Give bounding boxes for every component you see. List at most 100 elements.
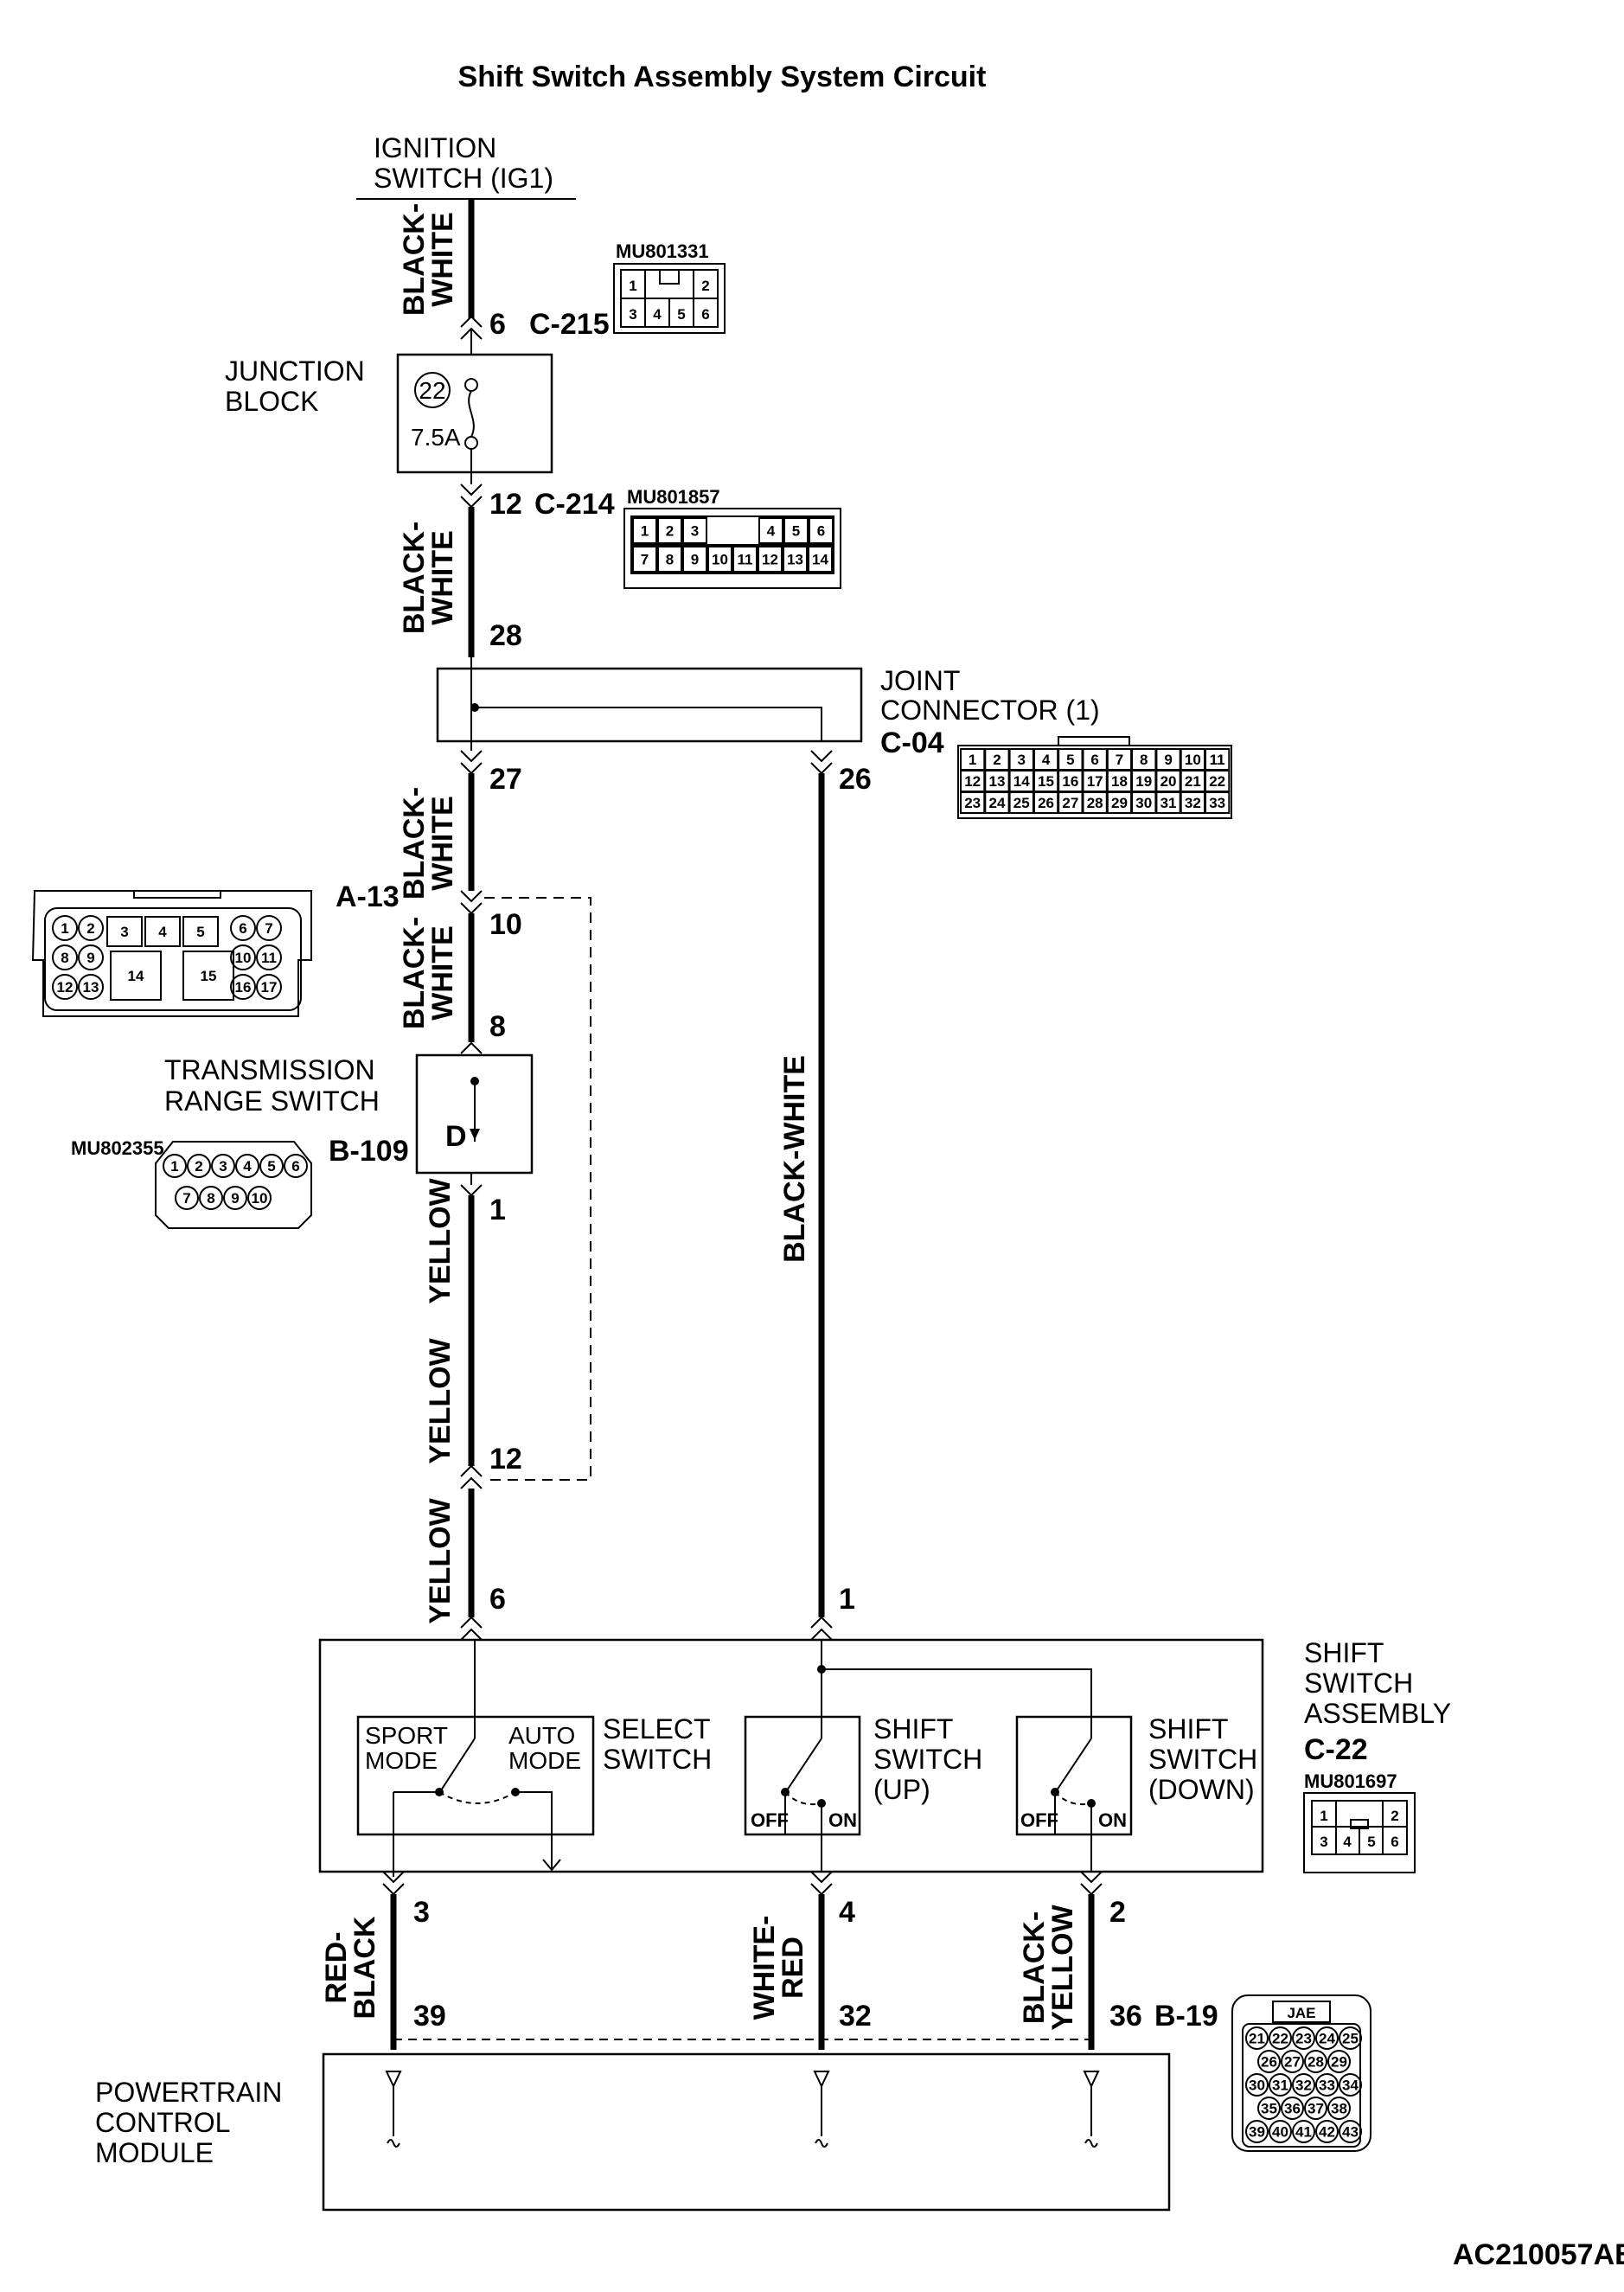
- pin-a13-4: [144, 916, 181, 947]
- pin-c04-19-label: 19: [1135, 773, 1152, 790]
- connector-c04: C-04: [880, 727, 944, 759]
- pin-c214-4: [758, 517, 783, 544]
- pin-c04-25: [1008, 791, 1034, 814]
- pin-c04-30-label: 30: [1135, 795, 1152, 811]
- pin-b19-34: [1339, 2073, 1362, 2097]
- pin-jc-out1: 27: [489, 763, 522, 796]
- pin-b109-2-label: 2: [195, 1158, 202, 1175]
- pin-ssa-out3: 3: [413, 1896, 430, 1929]
- ssa-label-2: SWITCH: [1304, 1668, 1413, 1699]
- pin-a13-11-label: 11: [261, 950, 277, 966]
- pin-b109-1: [163, 1154, 187, 1178]
- pin-c04-2-label: 2: [993, 752, 1001, 768]
- wire-color-by-a: BLACK-: [1018, 1911, 1051, 2024]
- pin-c04-20-label: 20: [1160, 773, 1177, 790]
- junction-block-label-2: BLOCK: [225, 386, 318, 417]
- joint-connector-box: [436, 667, 863, 743]
- connector-mark: [810, 1628, 833, 1641]
- junction-block-box: [396, 353, 553, 474]
- part-number-c22: MU801697: [1304, 1770, 1397, 1792]
- pin-c04-28: [1082, 791, 1108, 814]
- pin-b19-33-label: 33: [1319, 2078, 1335, 2094]
- trs-label-1: TRANSMISSION: [164, 1054, 375, 1085]
- pin-b19-31: [1269, 2073, 1292, 2097]
- pin-c04-24-label: 24: [988, 795, 1005, 811]
- ssa-label-1: SHIFT: [1304, 1637, 1384, 1668]
- pin-c214-3: [682, 517, 707, 544]
- connector-mark: [460, 762, 483, 775]
- shift-up-label-2: SWITCH: [873, 1744, 982, 1775]
- pin-b109-7: [175, 1186, 199, 1210]
- part-number-b109: MU802355: [71, 1137, 164, 1159]
- connector-mark: [382, 1883, 405, 1896]
- switch-arc: [784, 1791, 822, 1806]
- pin-c04-32-label: 32: [1185, 795, 1201, 811]
- pin-c04-31-label: 31: [1160, 795, 1177, 811]
- svg-text:1: 1: [629, 278, 636, 294]
- pin-b19-38: [1327, 2097, 1351, 2120]
- connector-mark: [382, 1871, 405, 1884]
- connector-mark: [460, 483, 483, 496]
- pin-c04-4-label: 4: [1042, 752, 1051, 768]
- svg-text:3: 3: [629, 306, 636, 323]
- connector-b19: B-19: [1154, 2000, 1218, 2033]
- pin-a13-7: [256, 915, 282, 941]
- pin-c04-33-label: 33: [1209, 795, 1225, 811]
- wire-color-bw-long: BLACK-WHITE: [778, 1055, 811, 1263]
- pin-b19-42-label: 42: [1319, 2124, 1335, 2141]
- pin-c214-9-label: 9: [691, 552, 699, 568]
- pin-a13-9-label: 9: [86, 950, 94, 966]
- pin-c04-5-label: 5: [1066, 752, 1074, 768]
- wire-color-bw2-b: WHITE: [426, 530, 459, 625]
- pin-b109-6-label: 6: [291, 1158, 299, 1175]
- pin-pcm39: 39: [413, 2000, 446, 2033]
- shift-down-label-2: SWITCH: [1148, 1744, 1257, 1775]
- pin-a13-15-label: 15: [201, 968, 217, 984]
- pcm-box: [322, 2052, 1171, 2212]
- ssa-box: [318, 1638, 1264, 1873]
- pin-c215: 6: [489, 308, 506, 341]
- pin-a13-4-label: 4: [158, 924, 167, 940]
- connector-b109: B-109: [329, 1135, 409, 1168]
- pin-c04-27-label: 27: [1062, 795, 1078, 811]
- pin-c214-1-label: 1: [641, 523, 649, 540]
- fuse-number-circle: [414, 372, 451, 408]
- fuse-icon: [468, 390, 475, 438]
- connector-mark: [460, 315, 483, 328]
- pin-b19-24-label: 24: [1319, 2031, 1335, 2047]
- jae-label: JAE: [1287, 2005, 1315, 2021]
- wire-color-bw3-a: BLACK-: [398, 787, 431, 900]
- connector-c214: C-214: [534, 488, 615, 521]
- pin-b19-27: [1281, 2050, 1304, 2073]
- pin-c04-7-label: 7: [1116, 752, 1123, 768]
- shift-down-on: ON: [1098, 1809, 1127, 1831]
- fuse-terminal: [464, 436, 478, 450]
- shift-down-label-3: (DOWN): [1148, 1774, 1255, 1805]
- pin-b19-40-label: 40: [1272, 2124, 1288, 2141]
- document-code: AC210057AB: [1453, 2238, 1624, 2271]
- pin-c214-5-label: 5: [792, 523, 800, 540]
- pin-c04-6-label: 6: [1090, 752, 1098, 768]
- trs-label-2: RANGE SWITCH: [164, 1085, 380, 1117]
- pin-c214-6-label: 6: [817, 523, 825, 540]
- wire-thin: [822, 1668, 1092, 1738]
- connector-mark: [460, 902, 483, 915]
- ssa-label-3: ASSEMBLY: [1304, 1698, 1451, 1729]
- pin-a13-5-label: 5: [196, 924, 204, 940]
- shift-up-label-3: (UP): [873, 1774, 930, 1805]
- pin-c214-8: [657, 546, 682, 573]
- shift-down-off: OFF: [1020, 1809, 1058, 1831]
- svg-text:5: 5: [1367, 1834, 1375, 1850]
- pin-b19-22: [1269, 2026, 1292, 2050]
- pin-a13-17-label: 17: [261, 979, 278, 996]
- pin-c214-7: [632, 546, 657, 573]
- pin-b19-23-label: 23: [1295, 2031, 1312, 2047]
- pin-c214-2: [657, 517, 682, 544]
- wire-color-wr-a: WHITE-: [748, 1916, 781, 2020]
- pin-a13-16-label: 16: [235, 979, 252, 996]
- wire-thin: [515, 1791, 553, 1868]
- pin-c04-11-label: 11: [1210, 752, 1225, 768]
- pin-c04-3-label: 3: [1018, 752, 1026, 768]
- connector-c215: C-215: [529, 308, 610, 341]
